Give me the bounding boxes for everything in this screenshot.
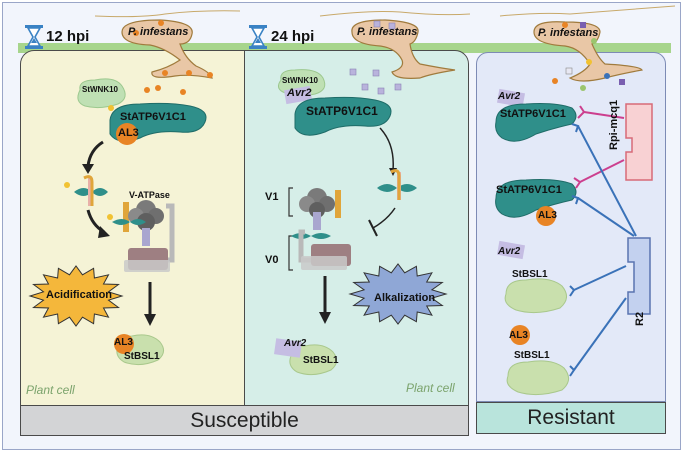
v0-label: V0 — [265, 254, 279, 266]
left-panel-graphics — [28, 78, 207, 366]
al3-label: AL3 — [509, 330, 528, 341]
stbsl1-label: StBSL1 — [514, 350, 550, 361]
plant-cell-label-middle: Plant cell — [406, 381, 455, 395]
phospho-subunit — [64, 175, 108, 206]
pathogen-middle — [319, 11, 471, 79]
statp6v1c1-label: StATP6V1C1 — [306, 104, 378, 118]
effector-particles-left — [133, 20, 213, 95]
alkalization-burst — [348, 263, 448, 325]
r2-receptor — [627, 237, 651, 315]
middle-panel-graphics — [274, 69, 448, 376]
resistant-label: Resistant — [527, 406, 615, 429]
right-panel-graphics — [495, 88, 653, 396]
v-atpase-label: V-ATPase — [129, 190, 170, 200]
al3-label: AL3 — [538, 210, 557, 221]
effector-particles-middle — [349, 20, 402, 95]
pathogen-hyphae — [94, 5, 676, 95]
acidification-burst — [28, 265, 124, 327]
statp6v1c1-label: StATP6V1C1 — [500, 108, 566, 120]
stwnk10-label: StWNK10 — [282, 76, 319, 85]
rpi-mcq1-receptor — [625, 103, 653, 181]
al3-circle — [114, 334, 134, 354]
time-label-24hpi: 24 hpi — [271, 28, 315, 45]
r2-interactions — [569, 123, 637, 377]
avr2-label-bottom: Avr2 — [284, 338, 307, 349]
stwnk10-blob — [77, 78, 126, 109]
al3-label-bottom: AL3 — [114, 337, 133, 348]
statp6v1c1-label: StATP6V1C1 — [120, 111, 186, 123]
pathogen-label-left: P. infestans — [128, 26, 189, 38]
stbsl1-label: StBSL1 — [303, 355, 339, 366]
al3-circle — [116, 123, 138, 145]
statp6v1c1-label: StATP6V1C1 — [496, 184, 562, 196]
susceptible-label: Susceptible — [190, 408, 299, 432]
arrow-1 — [86, 140, 104, 167]
stbsl1-label: StBSL1 — [124, 351, 160, 362]
membrane-left — [18, 43, 233, 53]
avr2-box — [283, 85, 313, 105]
avr2-label: Avr2 — [287, 87, 312, 99]
acidification-label: Acidification — [46, 289, 113, 301]
stbsl1-label: StBSL1 — [512, 269, 548, 280]
statp6v1c1-shape — [294, 96, 392, 136]
membrane-middle — [232, 43, 482, 53]
avr2-label: Avr2 — [498, 246, 521, 257]
pathogen-right — [499, 5, 676, 82]
effector-particles-right — [552, 22, 625, 91]
phospho-dot — [108, 105, 114, 111]
rpi-mcq1-label: Rpi-mcq1 — [608, 99, 620, 150]
v1-label: V1 — [265, 191, 279, 203]
susceptible-banner: Susceptible — [20, 405, 469, 436]
hourglass-icon — [249, 25, 267, 49]
stbsl1-blob — [289, 344, 337, 376]
time-label-12hpi: 12 hpi — [46, 28, 90, 45]
pathogen-left — [94, 10, 241, 79]
v-atpase-complex — [107, 200, 175, 272]
pathogen-label-middle: P. infestans — [357, 26, 418, 38]
subunit-free — [377, 169, 417, 200]
stwnk10-label: StWNK10 — [82, 85, 119, 94]
statp6v1c1-shape — [495, 179, 577, 218]
plant-cell-label-left: Plant cell — [26, 383, 75, 397]
stbsl1-blob — [506, 360, 569, 396]
alkalization-label: Alkalization — [374, 292, 436, 304]
stbsl1-blob — [504, 278, 567, 314]
hourglass-icon — [25, 25, 43, 49]
al3-label: AL3 — [118, 127, 139, 139]
stwnk10-blob — [277, 69, 326, 97]
pathogen-label-right: P. infestans — [538, 27, 599, 39]
v0-domain — [298, 229, 351, 270]
resistant-banner: Resistant — [476, 402, 666, 434]
avr2-label: Avr2 — [498, 91, 521, 102]
r2-label: R2 — [634, 311, 646, 326]
avr2-box — [274, 338, 302, 358]
